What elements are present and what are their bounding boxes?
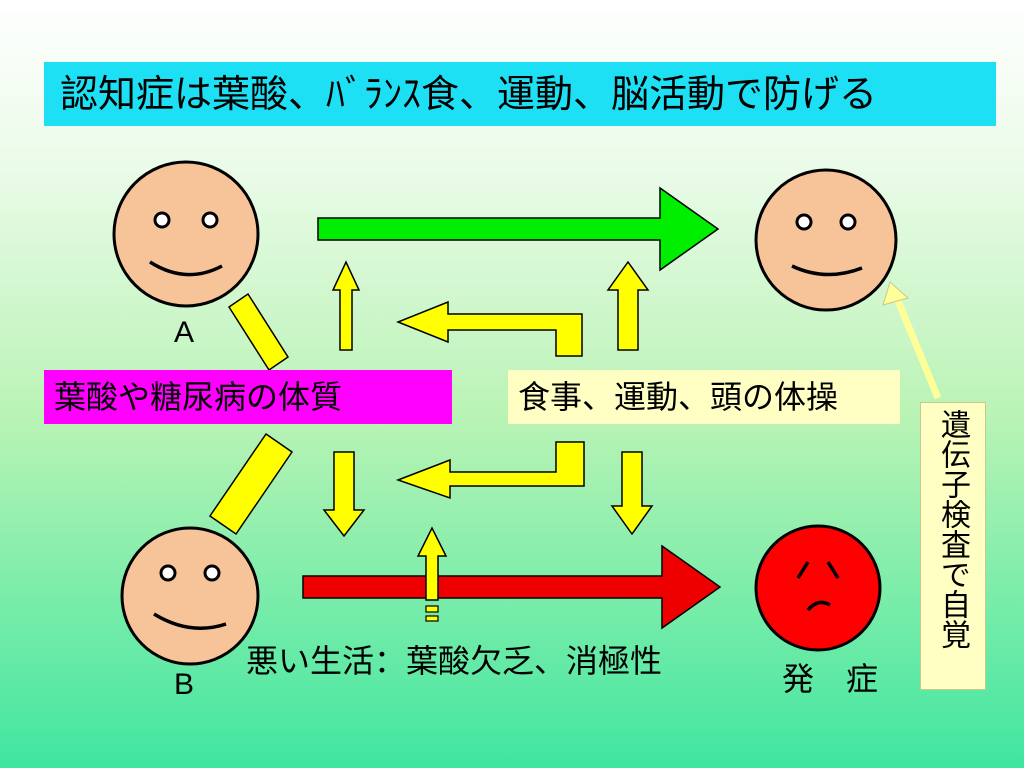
title-text: 認知症は葉酸、ﾊﾞﾗﾝｽ食、運動、脳活動で防げる	[60, 72, 878, 116]
genetic-test-box: 遺伝子検査で自覚	[920, 402, 986, 690]
red-arrow	[302, 544, 722, 630]
title-banner: 認知症は葉酸、ﾊﾞﾗﾝｽ食、運動、脳活動で防げる	[44, 62, 996, 126]
green-arrow	[317, 186, 720, 272]
predisposition-label: 葉酸や糖尿病の体質	[54, 378, 343, 416]
bad-lifestyle-up-arrow	[416, 526, 448, 622]
sick-face-icon	[754, 524, 882, 652]
onset-label: 発 症	[782, 660, 879, 698]
genetic-test-label: 遺伝子検査で自覚	[935, 409, 970, 649]
bad-lifestyle-label: 悪い生活：葉酸欠乏、消極性	[246, 642, 663, 680]
person-a-label: A	[174, 316, 195, 349]
lifestyle-label: 食事、運動、頭の体操	[518, 378, 839, 416]
connector-a-bar	[227, 292, 290, 372]
lifestyle-box: 食事、運動、頭の体操	[508, 370, 900, 424]
up-arrow-right	[606, 260, 650, 351]
up-arrow-left	[331, 260, 361, 351]
person-b-label: B	[174, 668, 195, 701]
bent-arrow-bottom	[395, 441, 585, 500]
connector-b-bar	[208, 432, 294, 536]
predisposition-box: 葉酸や糖尿病の体質	[44, 370, 452, 424]
smiley-face-a-icon	[112, 160, 260, 308]
down-arrow-left	[322, 451, 366, 538]
down-arrow-right	[610, 451, 654, 536]
bent-arrow-top	[395, 300, 583, 357]
smiley-face-healthy-icon	[754, 168, 898, 312]
genetic-test-arrow	[882, 281, 942, 400]
smiley-face-b-icon	[120, 526, 260, 666]
